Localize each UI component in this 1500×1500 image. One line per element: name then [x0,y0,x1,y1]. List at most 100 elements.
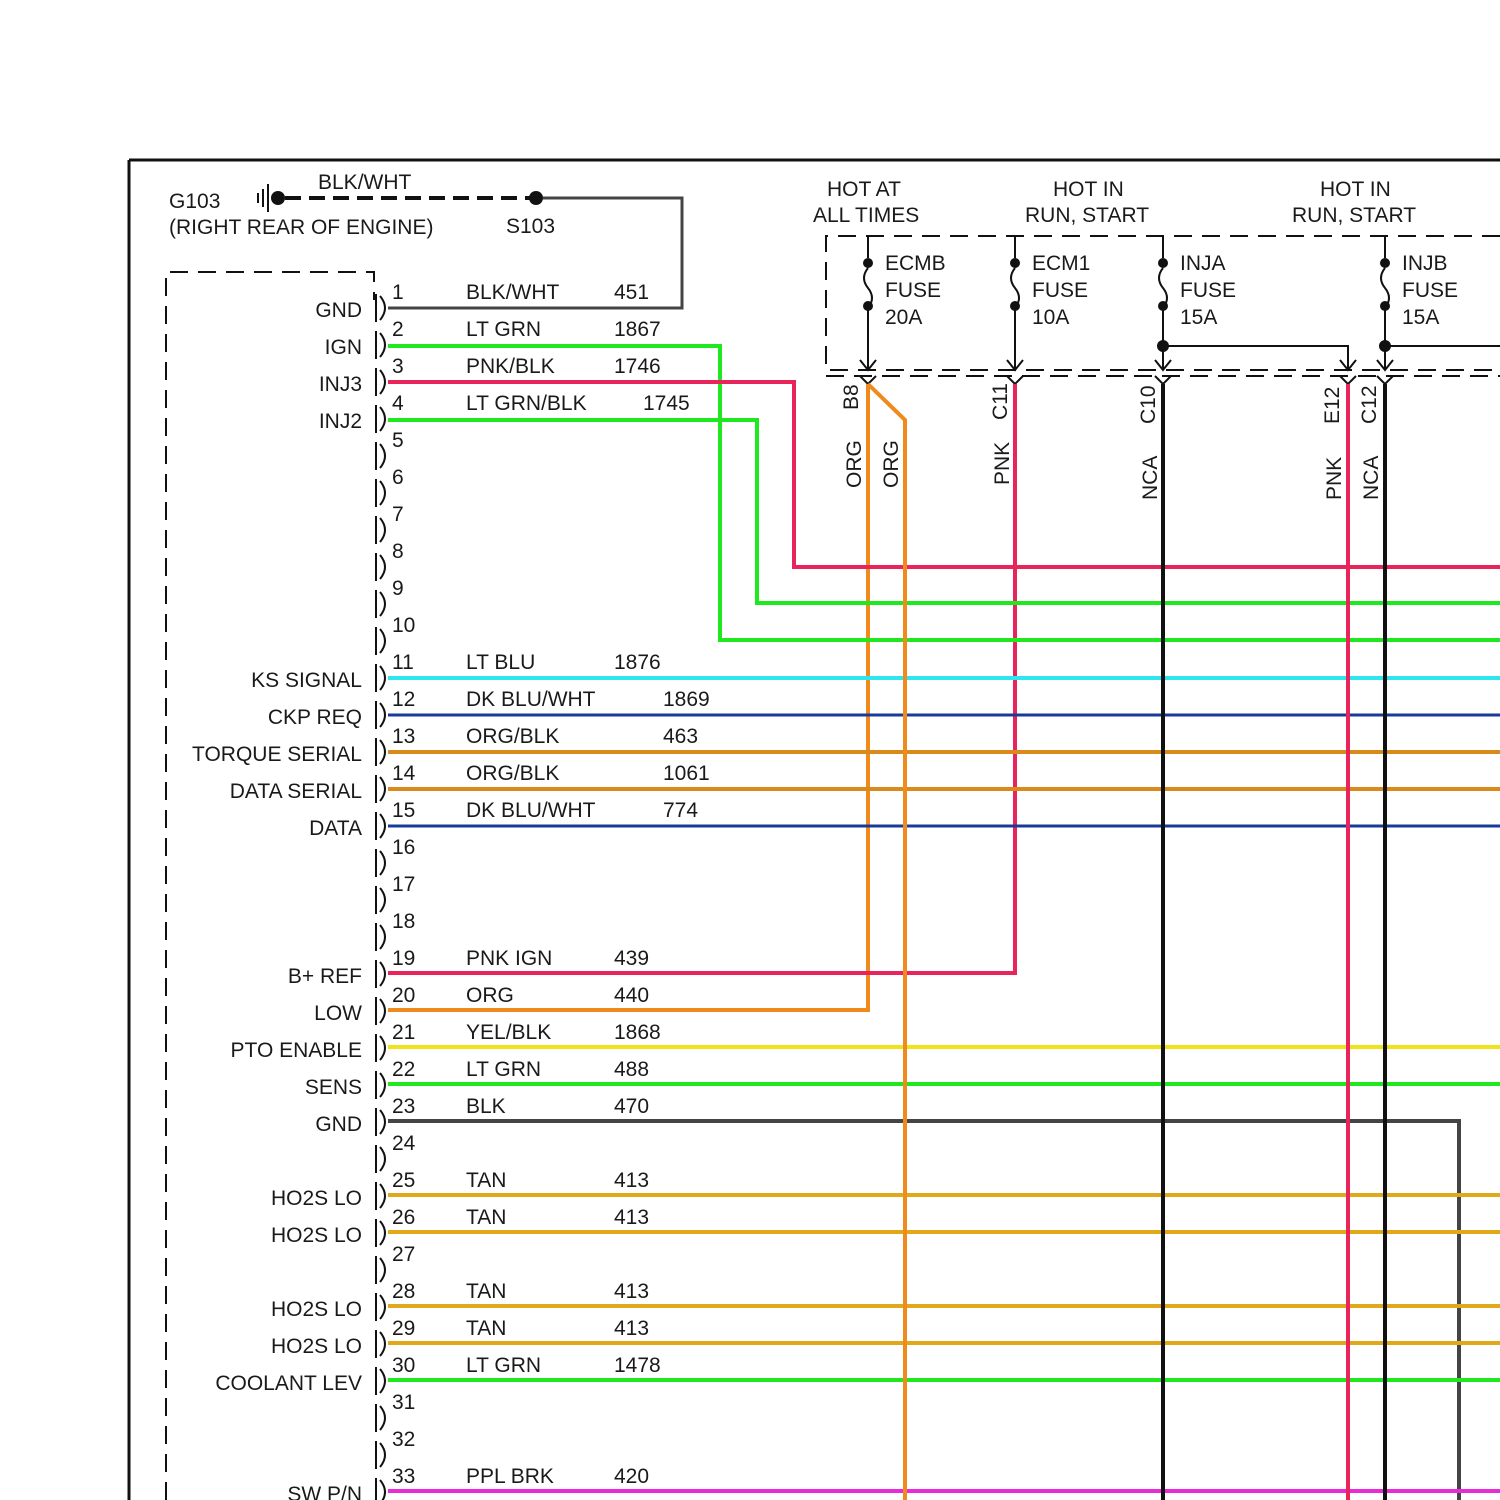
pin-terminal-icon [376,1108,385,1136]
wire-color-label: ORG [466,984,514,1007]
hot-in-run-start-1-line2: RUN, START [1025,204,1149,227]
pin-row: 5 [376,429,404,470]
pin-number: 32 [392,1428,415,1451]
circuit-number: 470 [614,1095,649,1118]
pin-function: LOW [314,1002,362,1025]
terminal-wire-org-2: ORG [880,440,903,488]
pin-number: 33 [392,1465,415,1488]
wire-color-label: LT GRN [466,1058,541,1081]
pin-number: 11 [392,651,414,674]
circuit-number: 774 [663,799,698,822]
terminal-wire-pnk: PNK [991,442,1014,485]
circuit-number: 1478 [614,1354,661,1377]
hot-at-all-times-line1: HOT AT [827,178,901,201]
wire-color-label: TAN [466,1280,506,1303]
fuse-rating: 20A [885,306,922,329]
pin-terminal-icon [376,1071,385,1099]
pin-terminal-icon [376,627,385,655]
pin-row: 20LOWORG440 [314,984,649,1025]
wire-color-label: PNK IGN [466,947,552,970]
pin-number: 21 [392,1021,415,1044]
pin-terminal-icon [376,331,385,359]
fuse-rating: 15A [1180,306,1217,329]
pin-number: 17 [392,873,415,896]
circuit-number: 413 [614,1317,649,1340]
splice-s103-dot [529,191,543,205]
pin-terminal-icon [376,997,385,1025]
wire-org-b8-2 [868,384,905,1500]
fuse-terminal-labels: B8 ORG ORG C11 PNK C10 NCA E12 PNK C12 N… [840,383,1383,500]
pin-terminal-icon [376,960,385,988]
fuse-ecmb: ECMB FUSE 20A [860,236,946,370]
pin-number: 28 [392,1280,415,1303]
pin-row: 32 [376,1428,415,1469]
pin-terminal-icon [376,479,385,507]
terminal-wire-nca-2: NCA [1360,456,1383,500]
wire-color-label: TAN [466,1317,506,1340]
circuit-number: 1869 [663,688,710,711]
circuit-number: 439 [614,947,649,970]
pin-function: HO2S LO [271,1224,362,1247]
pin-function: HO2S LO [271,1298,362,1321]
pin-number: 14 [392,762,416,785]
pin-number: 16 [392,836,415,859]
pin-terminal-icon [376,1256,385,1284]
fuse-terminal-dot [1010,258,1020,268]
pin-number: 5 [392,429,404,452]
terminal-pin-e12: E12 [1321,387,1344,424]
pin-number: 10 [392,614,415,637]
pin-terminal-icon [376,1182,385,1210]
pin-terminal-icon [376,923,385,951]
circuit-number: 1745 [643,392,690,415]
pin-number: 30 [392,1354,415,1377]
pin-terminal-icon [376,294,385,322]
wire-color-label: DK BLU/WHT [466,688,596,711]
pin-row: 15DATADK BLU/WHT774 [309,799,698,840]
pin-function: COOLANT LEV [215,1372,362,1395]
fuse-rating: 15A [1402,306,1439,329]
fuse-name: INJB [1402,252,1448,275]
fuse-output-terminals [860,376,1393,384]
pin-terminal-icon [376,1404,385,1432]
pin-terminal-icon [376,442,385,470]
pin-number: 6 [392,466,404,489]
circuit-number: 413 [614,1280,649,1303]
pin-terminal-icon [376,1367,385,1395]
circuit-number: 1867 [614,318,661,341]
hot-in-run-start-2-line1: HOT IN [1320,178,1391,201]
pin-row: 26HO2S LOTAN413 [271,1206,649,1247]
pin-function: HO2S LO [271,1335,362,1358]
pin-terminal-icon [376,1478,385,1500]
pin-row: 7 [376,503,404,544]
pin-number: 23 [392,1095,415,1118]
pin-terminal-icon [376,553,385,581]
fuse-type: FUSE [1032,279,1088,302]
splice-s103-label: S103 [506,215,555,238]
pin-row: 8 [376,540,404,581]
pin-row: 13TORQUE SERIALORG/BLK463 [192,725,698,766]
pin-terminal-icon [376,590,385,618]
fuse-inja: INJA FUSE 15A [1155,236,1356,370]
pin-terminal-icon [376,1441,385,1469]
pin-function: INJ3 [319,373,362,396]
vertical-feed-wires [388,384,1459,1500]
pin-function: B+ REF [288,965,362,988]
pin-row: 10 [376,614,415,655]
wire-color-label: LT GRN [466,1354,541,1377]
vertical-feed-wires-overlay [905,520,1385,1500]
wire-color-label: BLK [466,1095,506,1118]
fuse-name: ECM1 [1032,252,1090,275]
fuse-type: FUSE [885,279,941,302]
wire-color-label: PNK/BLK [466,355,555,378]
pin-terminal-icon [376,664,385,692]
pin-function: CKP REQ [268,706,362,729]
pin-number: 2 [392,318,404,341]
pin-terminal-icon [376,701,385,729]
pin-terminal-icon [376,1293,385,1321]
pin-terminal-icon [376,1330,385,1358]
